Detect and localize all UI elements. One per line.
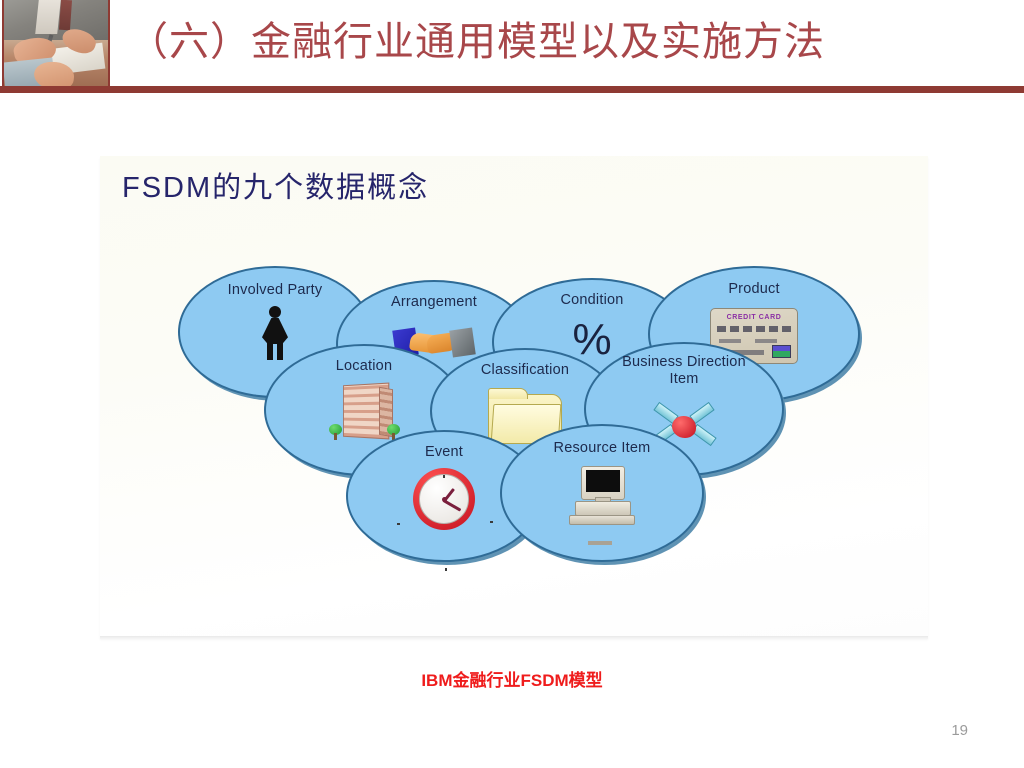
panel-bottom-edge xyxy=(100,636,928,639)
concept-label: Location xyxy=(335,358,393,374)
computer-icon xyxy=(502,466,702,545)
diagram-caption: IBM金融行业FSDM模型 xyxy=(421,671,603,690)
header-divider xyxy=(0,86,1024,93)
clock-icon xyxy=(348,468,540,571)
concept-ellipse-resource-item[interactable]: Resource Item xyxy=(500,424,704,562)
direction-hub-icon xyxy=(586,398,782,454)
fsdm-diagram-panel: FSDM的九个数据概念 Involved Party Arrangement C… xyxy=(100,156,928,638)
header-photo xyxy=(2,0,110,90)
person-icon xyxy=(180,306,370,360)
concept-label: Product xyxy=(728,281,780,297)
concept-label: Business Direction Item xyxy=(622,354,746,387)
percent-icon: % xyxy=(572,315,612,364)
page-number: 19 xyxy=(951,722,968,739)
diagram-title: FSDM的九个数据概念 xyxy=(122,172,430,204)
credit-card-brand-text: CREDIT CARD xyxy=(726,314,782,321)
concept-label: Event xyxy=(424,444,464,460)
concept-label: Arrangement xyxy=(390,294,478,310)
building-icon xyxy=(266,382,462,440)
slide-header: （六）金融行业通用模型以及实施方法 xyxy=(0,0,1024,93)
concept-label: Classification xyxy=(480,362,570,378)
photo-tie-shape xyxy=(58,0,73,31)
concept-label: Resource Item xyxy=(553,440,651,456)
photo-shirt-shape xyxy=(35,0,61,34)
photo-content xyxy=(4,0,108,90)
page-title: （六）金融行业通用模型以及实施方法 xyxy=(128,19,825,64)
concept-label: Involved Party xyxy=(227,282,323,298)
concept-label: Condition xyxy=(560,292,624,308)
